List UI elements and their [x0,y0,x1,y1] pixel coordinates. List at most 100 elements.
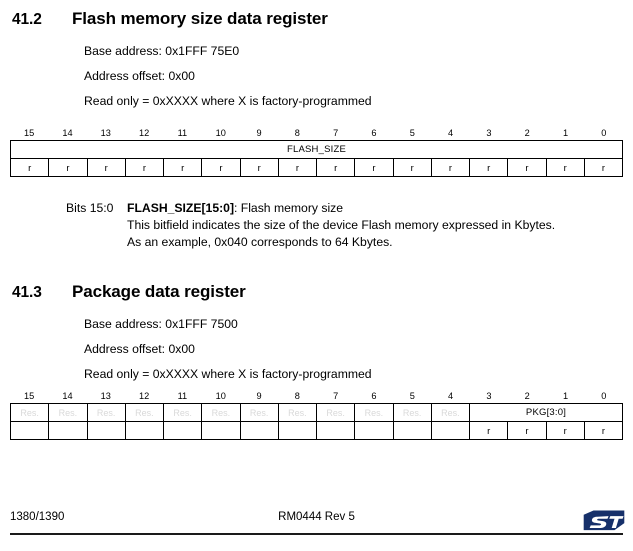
access-cell [239,421,279,440]
field-cell-reserved: Res. [430,403,471,422]
access-cell [124,421,165,440]
bit-number: 11 [177,128,188,138]
bit-number: 9 [256,128,262,138]
field-row: Res. Res. Res. Res. Res. Res. Res. Res. … [9,403,623,422]
bit-number: 7 [333,391,339,401]
section-number: 41.2 [12,11,42,28]
bit-number: 6 [371,128,377,138]
bit-number: 1 [562,391,569,401]
access-cell: r [124,158,165,177]
field-cell-pkg: PKG[3:0] [469,403,623,422]
access-cell [9,421,50,440]
bit-number: 10 [215,128,226,138]
address-offset-line: Address offset: 0x00 [84,69,195,83]
page-footer: 1380/1390 RM0444 Rev 5 [0,505,633,551]
bit-number: 4 [448,128,454,138]
access-cell: r [468,158,509,177]
access-cell [86,421,126,440]
bit-number: 2 [524,128,530,138]
section-heading: 41.3 Package data register [0,281,633,304]
access-cell [354,421,394,440]
bit-number: 4 [448,391,454,401]
section-title: Flash memory size data register [72,9,328,28]
base-address-line: Base address: 0x1FFF 75E0 [84,44,240,58]
access-cell: r [583,158,624,177]
access-cell: r [48,158,88,177]
field-cell-reserved: Res. [277,403,318,422]
field-cell-reserved: Res. [239,403,279,422]
bit-number: 9 [256,391,262,401]
bit-number: 5 [409,391,415,401]
bit-number: 12 [138,128,150,138]
field-cell-reserved: Res. [315,403,356,422]
register-grid: FLASH_SIZE r r r r r r r r r r r r r r r… [9,140,624,177]
bit-description-detail: This bitfield indicates the size of the … [127,218,556,232]
section-heading: 41.2 Flash memory size data register [0,8,633,31]
bit-number: 14 [62,128,73,138]
field-cell-reserved: Res. [9,403,50,422]
access-cell [162,421,203,440]
bit-number: 8 [294,391,300,401]
access-cell [315,421,356,440]
st-logo [583,509,625,533]
access-cell: r [392,158,432,177]
bit-number: 2 [524,391,530,401]
footer-page-number: 1380/1390 [10,511,65,523]
bit-number: 10 [215,391,226,401]
access-cell: r [315,158,356,177]
access-cell: r [162,158,203,177]
bit-number: 12 [138,391,150,401]
bit-number: 15 [24,391,35,401]
access-cell: r [9,158,50,177]
bits-label: Bits 15:0 [66,201,114,215]
bit-number: 1 [562,128,569,138]
access-cell: r [545,421,585,440]
bit-field-name: FLASH_SIZE[15:0] [127,201,234,215]
section-number: 41.3 [12,284,42,301]
field-cell-reserved: Res. [354,403,394,422]
read-only-line: Read only = 0xXXXX where X is factory-pr… [84,367,372,381]
access-cell [201,421,241,440]
access-row: r r r r r r r r r r r r r r r r [9,158,624,177]
field-cell-reserved: Res. [392,403,432,422]
bit-number-row: 15 14 13 12 11 10 9 8 7 6 5 4 3 2 1 0 [10,127,623,140]
footer-divider [10,533,623,535]
access-cell: r [507,158,547,177]
access-cell: r [239,158,279,177]
access-cell: r [468,421,509,440]
bit-number: 8 [294,128,300,138]
register-table-package: 15 14 13 12 11 10 9 8 7 6 5 4 3 2 1 0 Re… [9,390,624,440]
address-offset-line: Address offset: 0x00 [84,342,195,356]
access-cell: r [507,421,547,440]
bit-number: 0 [601,391,607,401]
bit-number: 3 [486,128,492,138]
bit-number: 7 [333,128,339,138]
section-flash-memory-size: 41.2 Flash memory size data register Bas… [0,8,633,109]
footer-doc-reference: RM0444 Rev 5 [278,511,355,523]
access-cell [392,421,432,440]
access-cell: r [86,158,126,177]
access-cell [48,421,88,440]
access-cell: r [545,158,585,177]
base-address-line: Base address: 0x1FFF 7500 [84,317,238,331]
register-grid: Res. Res. Res. Res. Res. Res. Res. Res. … [9,403,624,440]
access-cell: r [354,158,394,177]
access-cell [277,421,318,440]
bit-field-summary: : Flash memory size [234,201,344,215]
field-cell-reserved: Res. [124,403,165,422]
access-cell: r [277,158,318,177]
bit-number: 14 [62,391,73,401]
bit-number: 13 [100,128,111,138]
bit-number: 3 [486,391,492,401]
access-row: r r r r [9,421,624,440]
bit-number: 6 [371,391,377,401]
field-row: FLASH_SIZE [10,140,623,159]
access-cell: r [583,421,624,440]
bit-description-detail: As an example, 0x040 corresponds to 64 K… [127,235,393,249]
field-cell-reserved: Res. [86,403,126,422]
field-cell-reserved: Res. [162,403,203,422]
bit-description-block: Bits 15:0 FLASH_SIZE[15:0]: Flash memory… [66,200,626,251]
bit-number: 0 [601,128,607,138]
field-cell-reserved: Res. [201,403,241,422]
bit-number: 11 [177,391,188,401]
